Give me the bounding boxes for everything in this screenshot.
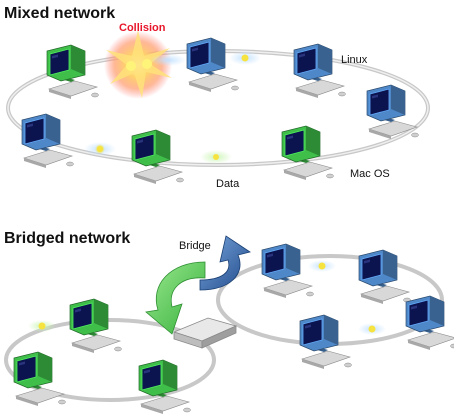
computer-icon	[366, 84, 419, 139]
bridged-network-title: Bridged network	[4, 230, 130, 247]
bridge-device-icon	[172, 317, 238, 349]
data-packet-icon	[150, 54, 186, 66]
collision-burst-icon	[104, 30, 172, 99]
macos-label: Mac OS	[350, 168, 390, 180]
computer-icon	[281, 125, 334, 180]
computer-icon	[46, 44, 99, 99]
computer-icon	[13, 351, 66, 406]
data-packet-icon	[229, 51, 261, 65]
computer-icon	[261, 243, 314, 298]
computer-icon	[138, 359, 191, 414]
mixed-network-title: Mixed network	[4, 5, 115, 22]
data-packet-icon	[308, 260, 336, 272]
data-packet-icon	[200, 150, 232, 164]
computer-icon	[69, 298, 122, 353]
data-packet-icon	[358, 323, 386, 335]
computer-icon	[358, 249, 411, 304]
computer-icon	[21, 113, 74, 168]
computer-icon	[299, 314, 352, 369]
bridged-left-cable	[4, 318, 216, 402]
data-packet-icon	[28, 320, 56, 332]
linux-label: Linux	[341, 54, 368, 66]
data-label: Data	[216, 178, 240, 190]
data-packet-icon	[84, 142, 116, 156]
computer-icon	[293, 43, 346, 98]
computer-icon	[186, 37, 239, 92]
arrow-icon	[145, 261, 206, 335]
computer-icon	[131, 129, 184, 184]
collision-label: Collision	[119, 22, 166, 34]
computer-icon	[405, 295, 454, 350]
arrow-icon	[199, 235, 251, 291]
bridge-label: Bridge	[179, 240, 211, 252]
